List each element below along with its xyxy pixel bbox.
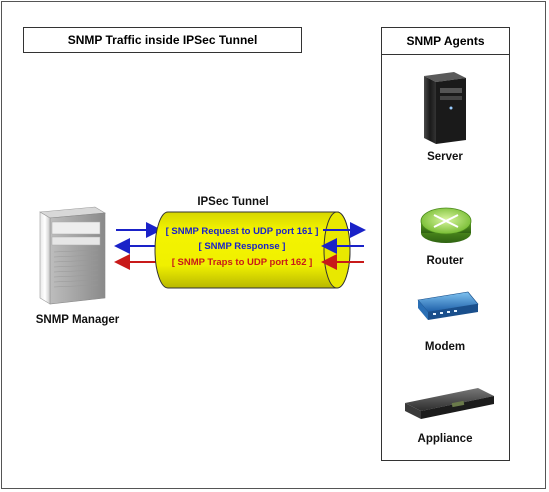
snmp-manager-label: SNMP Manager bbox=[35, 314, 120, 326]
diagram-title-box: SNMP Traffic inside IPSec Tunnel bbox=[23, 27, 302, 53]
snmp-agents-heading: SNMP Agents bbox=[382, 28, 509, 55]
manager-side-arrows bbox=[114, 222, 162, 270]
snmp-manager-server-icon bbox=[39, 206, 106, 305]
tunnel-line-request: [ SNMP Request to UDP port 161 ] bbox=[166, 226, 319, 237]
agent-label-server: Server bbox=[427, 151, 463, 163]
tunnel-line-response: [ SNMP Response ] bbox=[199, 241, 286, 252]
modem-icon bbox=[417, 291, 479, 320]
agent-label-modem: Modem bbox=[424, 341, 466, 353]
tunnel-line-traps: [ SNMP Traps to UDP port 162 ] bbox=[172, 257, 313, 268]
router-icon bbox=[420, 207, 472, 243]
diagram-title: SNMP Traffic inside IPSec Tunnel bbox=[67, 33, 258, 47]
agent-label-router: Router bbox=[426, 255, 464, 267]
ipsec-tunnel-label: IPSec Tunnel bbox=[197, 196, 269, 208]
agent-label-appliance: Appliance bbox=[417, 433, 473, 445]
server-tower-icon bbox=[424, 72, 466, 144]
appliance-icon bbox=[405, 388, 494, 419]
agent-side-arrows bbox=[321, 222, 366, 270]
